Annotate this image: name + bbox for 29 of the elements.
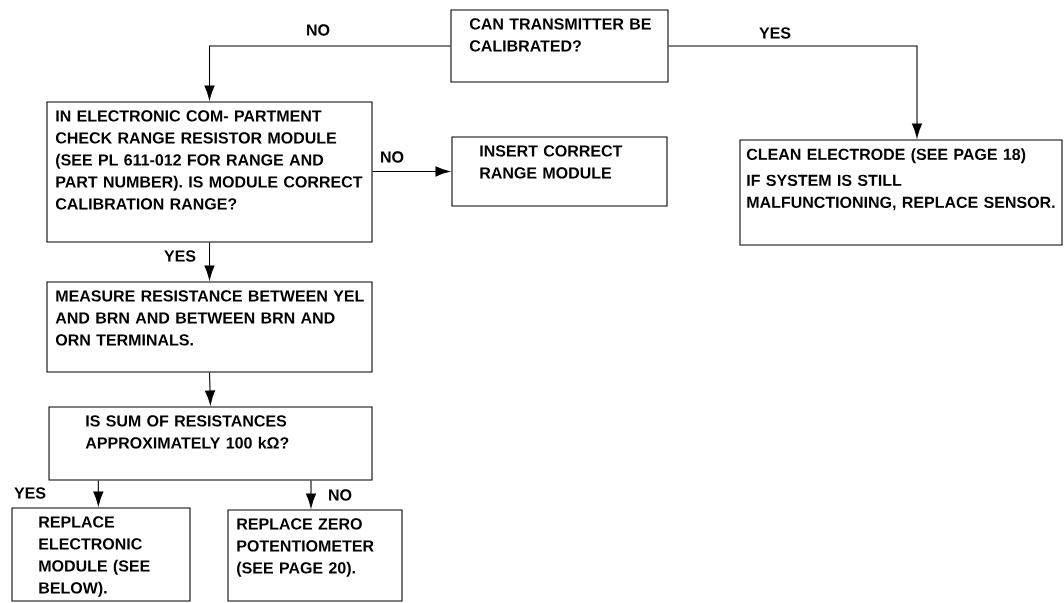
process-box: [46, 281, 373, 373]
edge-label: YES: [164, 250, 196, 262]
process-box: [227, 509, 403, 602]
arrow: [205, 372, 216, 405]
arrow: [204, 45, 451, 100]
edge-label: YES: [14, 487, 46, 499]
arrow: [372, 166, 450, 177]
box-text: IN ELECTRONIC COM- PARTMENT CHECK RANGE RESISTOR MODULE (SEE PL 611-012 FOR RANGE AND PART NUMBER). IS MODULE CORRECT CALIBRATION RANGE?: [55, 110, 363, 210]
edge-label: NO: [381, 151, 404, 163]
process-box: [739, 139, 1063, 246]
process-box: [48, 406, 373, 481]
box-text: IS SUM OF RESISTANCES APPROXIMATELY 100 kΩ?: [85, 415, 289, 449]
arrow: [93, 480, 104, 506]
box-text: MEASURE RESISTANCE BETWEEN YEL AND BRN AND BETWEEN BRN AND ORN TERMINALS.: [55, 290, 364, 346]
box-text: REPLACE ZERO POTENTIOMETER (SEE PAGE 20).: [237, 518, 374, 577]
process-box: [451, 136, 668, 207]
arrow: [204, 242, 215, 280]
box-text: CLEAN ELECTRODE (SEE PAGE 18) IF SYSTEM IS STILL MALFUNCTIONING, REPLACE SENSOR.: [746, 148, 1055, 211]
arrow: [668, 45, 922, 138]
process-box: [11, 507, 191, 602]
box-text: CAN TRANSMITTER BE CALIBRATED?: [469, 18, 651, 52]
process-box: [46, 101, 373, 243]
process-box: [450, 9, 669, 83]
edge-label: NO: [307, 24, 330, 36]
arrow: [306, 480, 316, 508]
box-text: REPLACE ELECTRONIC MODULE (SEE BELOW).: [39, 516, 150, 597]
edge-label: YES: [759, 27, 791, 39]
box-text: INSERT CORRECT RANGE MODULE: [480, 145, 623, 179]
edge-label: NO: [329, 489, 352, 501]
